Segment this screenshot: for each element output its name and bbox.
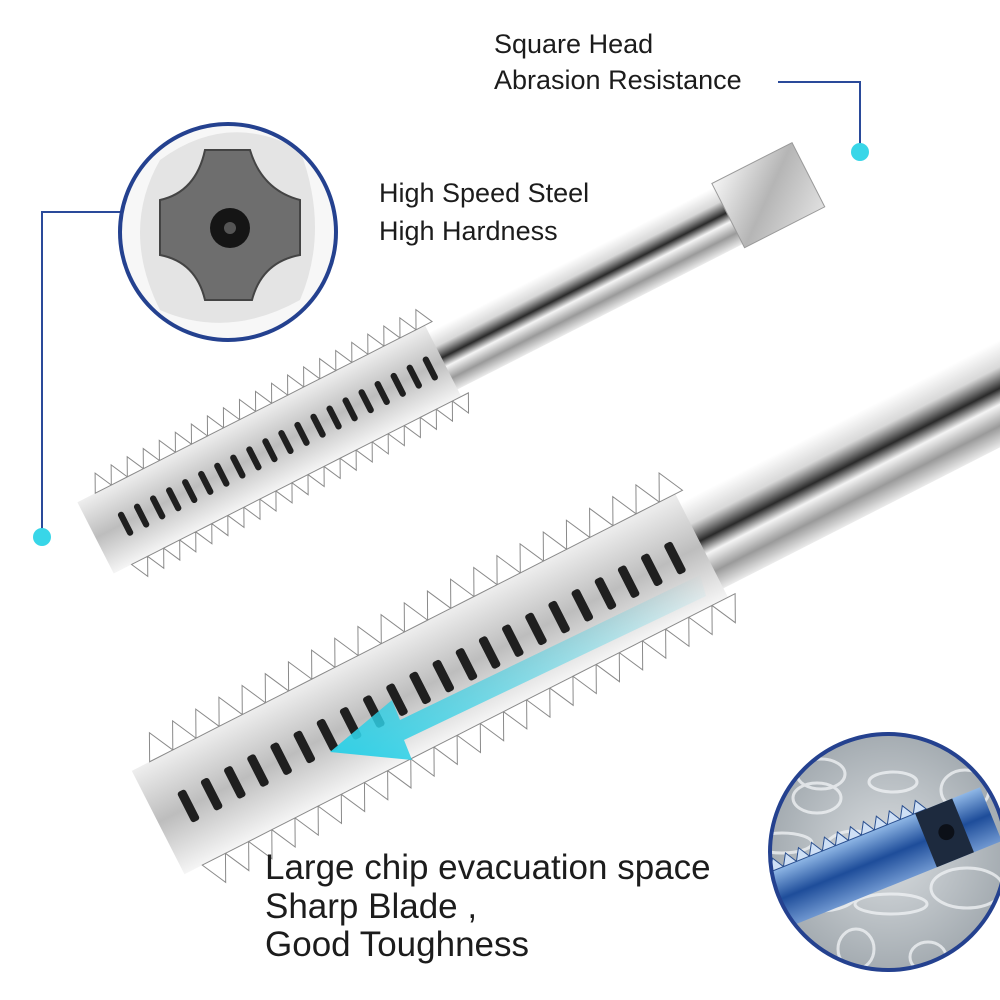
thread-teeth <box>770 799 928 878</box>
thread-groove <box>358 389 374 414</box>
thread-groove <box>177 789 200 823</box>
thread-groove <box>198 470 214 495</box>
thread-groove <box>432 659 455 693</box>
thread-groove <box>617 565 640 598</box>
thread-teeth <box>130 392 470 578</box>
thread-groove <box>149 495 166 520</box>
thread-groove <box>525 612 547 646</box>
thread-groove <box>594 577 617 610</box>
thread-groove <box>422 356 438 381</box>
thread-groove <box>478 636 501 669</box>
leader-high-speed-steel <box>41 211 120 535</box>
thread-groove <box>386 683 408 716</box>
large-tap <box>131 284 1000 884</box>
thread-groove <box>409 671 431 705</box>
thread-groove <box>270 742 292 775</box>
label-high-hardness: High Hardness <box>379 216 558 246</box>
metal-chip-curl <box>853 892 929 916</box>
thread-groove <box>326 405 342 430</box>
thread-groove <box>224 766 246 799</box>
label-square-head: Square Head <box>494 29 654 59</box>
thread-groove <box>117 511 134 536</box>
label-abrasion-resistance: Abrasion Resistance <box>494 65 742 95</box>
thread-groove <box>502 624 524 657</box>
metal-chip-curl <box>770 929 804 953</box>
metal-chip-curl <box>791 781 843 815</box>
thread-groove <box>374 381 390 405</box>
thread-groove <box>390 372 406 397</box>
label-high-speed-steel: High Speed Steel <box>379 178 590 208</box>
thread-groove <box>262 438 278 463</box>
thread-groove <box>247 754 269 787</box>
thread-groove <box>200 777 223 811</box>
thread-groove <box>316 718 339 752</box>
thread-groove <box>293 730 316 764</box>
label-good-toughness: Good Toughness <box>265 925 530 964</box>
thread-teeth <box>148 472 684 763</box>
thread-groove <box>571 589 594 622</box>
thread-groove <box>455 648 478 681</box>
thread-groove <box>230 454 246 479</box>
small-tap <box>77 141 826 578</box>
pointer-dot-tip <box>33 528 51 546</box>
thread-groove <box>342 397 358 422</box>
thread-groove <box>246 446 262 471</box>
metal-chip-curl <box>867 770 919 794</box>
chip-flow-arrow <box>330 575 706 760</box>
thread-groove <box>278 430 294 455</box>
thread-groove <box>548 600 570 634</box>
thread-groove <box>641 553 663 587</box>
cross-section-magnifier-icon <box>118 122 338 342</box>
metal-chips-magnifier-icon <box>768 732 1000 972</box>
thread-groove <box>294 421 310 446</box>
thread-groove <box>310 413 326 438</box>
leader-square-head <box>778 81 861 150</box>
thread-groove <box>214 462 230 487</box>
thread-teeth <box>94 308 434 495</box>
label-sharp-blade: Sharp Blade , <box>265 887 478 926</box>
thread-groove <box>133 503 150 528</box>
metal-chip-curl <box>929 866 1000 910</box>
leader-lines <box>41 81 861 535</box>
thread-groove <box>182 479 198 504</box>
thread-groove <box>406 364 422 389</box>
metal-chip-curl <box>770 734 800 757</box>
thread-groove <box>166 487 182 512</box>
pointer-dot-head <box>851 143 869 161</box>
label-chip-evacuation: Large chip evacuation space <box>265 848 711 887</box>
thread-groove <box>664 541 686 575</box>
thread-teeth <box>201 592 736 884</box>
